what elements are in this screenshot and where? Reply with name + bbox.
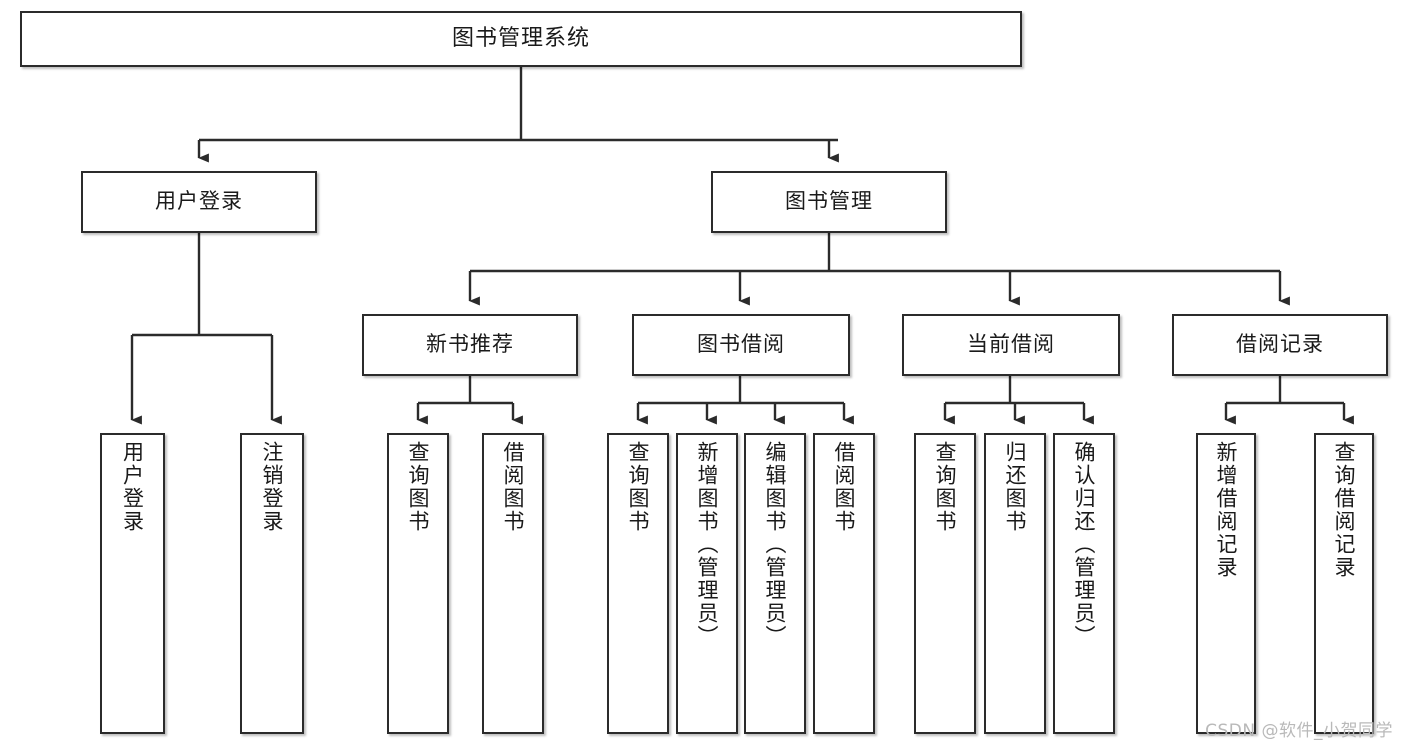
node-leaf-user-login[interactable]: 用户登录 — [100, 433, 165, 734]
node-leaf-query-borrow-record[interactable]: 查询借阅记录 — [1314, 433, 1374, 734]
csdn-watermark: CSDN @软件_小贺同学 — [1205, 721, 1393, 741]
node-user-login[interactable]: 用户登录 — [81, 171, 317, 233]
node-leaf-return-book[interactable]: 归还图书 — [984, 433, 1046, 734]
node-leaf-user-logout[interactable]: 注销登录 — [240, 433, 304, 734]
node-label: 当前借阅 — [967, 332, 1055, 357]
node-label: 新增借阅记录 — [1214, 441, 1239, 579]
node-label: 借阅记录 — [1236, 332, 1324, 357]
node-label: 新增图书（管理员） — [695, 441, 720, 648]
node-label: 图书管理系统 — [451, 25, 590, 51]
node-root-system[interactable]: 图书管理系统 — [20, 11, 1022, 67]
node-leaf-query-book-borrow[interactable]: 查询图书 — [607, 433, 669, 734]
node-leaf-query-book-current[interactable]: 查询图书 — [914, 433, 976, 734]
node-label: 用户登录 — [155, 189, 243, 214]
node-label: 用户登录 — [120, 441, 145, 533]
node-label: 借阅图书 — [501, 441, 526, 533]
node-label: 查询借阅记录 — [1332, 441, 1357, 579]
node-label: 借阅图书 — [832, 441, 857, 533]
node-label: 查询图书 — [406, 441, 431, 533]
node-leaf-borrow-book-recommend[interactable]: 借阅图书 — [482, 433, 544, 734]
node-leaf-add-borrow-record[interactable]: 新增借阅记录 — [1196, 433, 1256, 734]
node-book-borrow[interactable]: 图书借阅 — [632, 314, 850, 376]
node-label: 查询图书 — [933, 441, 958, 533]
node-label: 注销登录 — [260, 441, 285, 533]
node-leaf-add-book-admin[interactable]: 新增图书（管理员） — [676, 433, 738, 734]
node-leaf-confirm-return-admin[interactable]: 确认归还（管理员） — [1053, 433, 1115, 734]
node-borrow-record[interactable]: 借阅记录 — [1172, 314, 1388, 376]
node-leaf-query-book-recommend[interactable]: 查询图书 — [387, 433, 449, 734]
node-leaf-edit-book-admin[interactable]: 编辑图书（管理员） — [744, 433, 806, 734]
node-label: 归还图书 — [1003, 441, 1028, 533]
node-label: 图书借阅 — [697, 332, 785, 357]
node-label: 编辑图书（管理员） — [763, 441, 788, 648]
node-label: 确认归还（管理员） — [1072, 441, 1097, 648]
node-book-manage[interactable]: 图书管理 — [711, 171, 947, 233]
node-label: 新书推荐 — [426, 332, 514, 357]
node-label: 图书管理 — [785, 189, 873, 214]
node-leaf-borrow-book[interactable]: 借阅图书 — [813, 433, 875, 734]
node-new-book-recommend[interactable]: 新书推荐 — [362, 314, 578, 376]
node-label: 查询图书 — [626, 441, 651, 533]
node-current-borrow[interactable]: 当前借阅 — [902, 314, 1120, 376]
